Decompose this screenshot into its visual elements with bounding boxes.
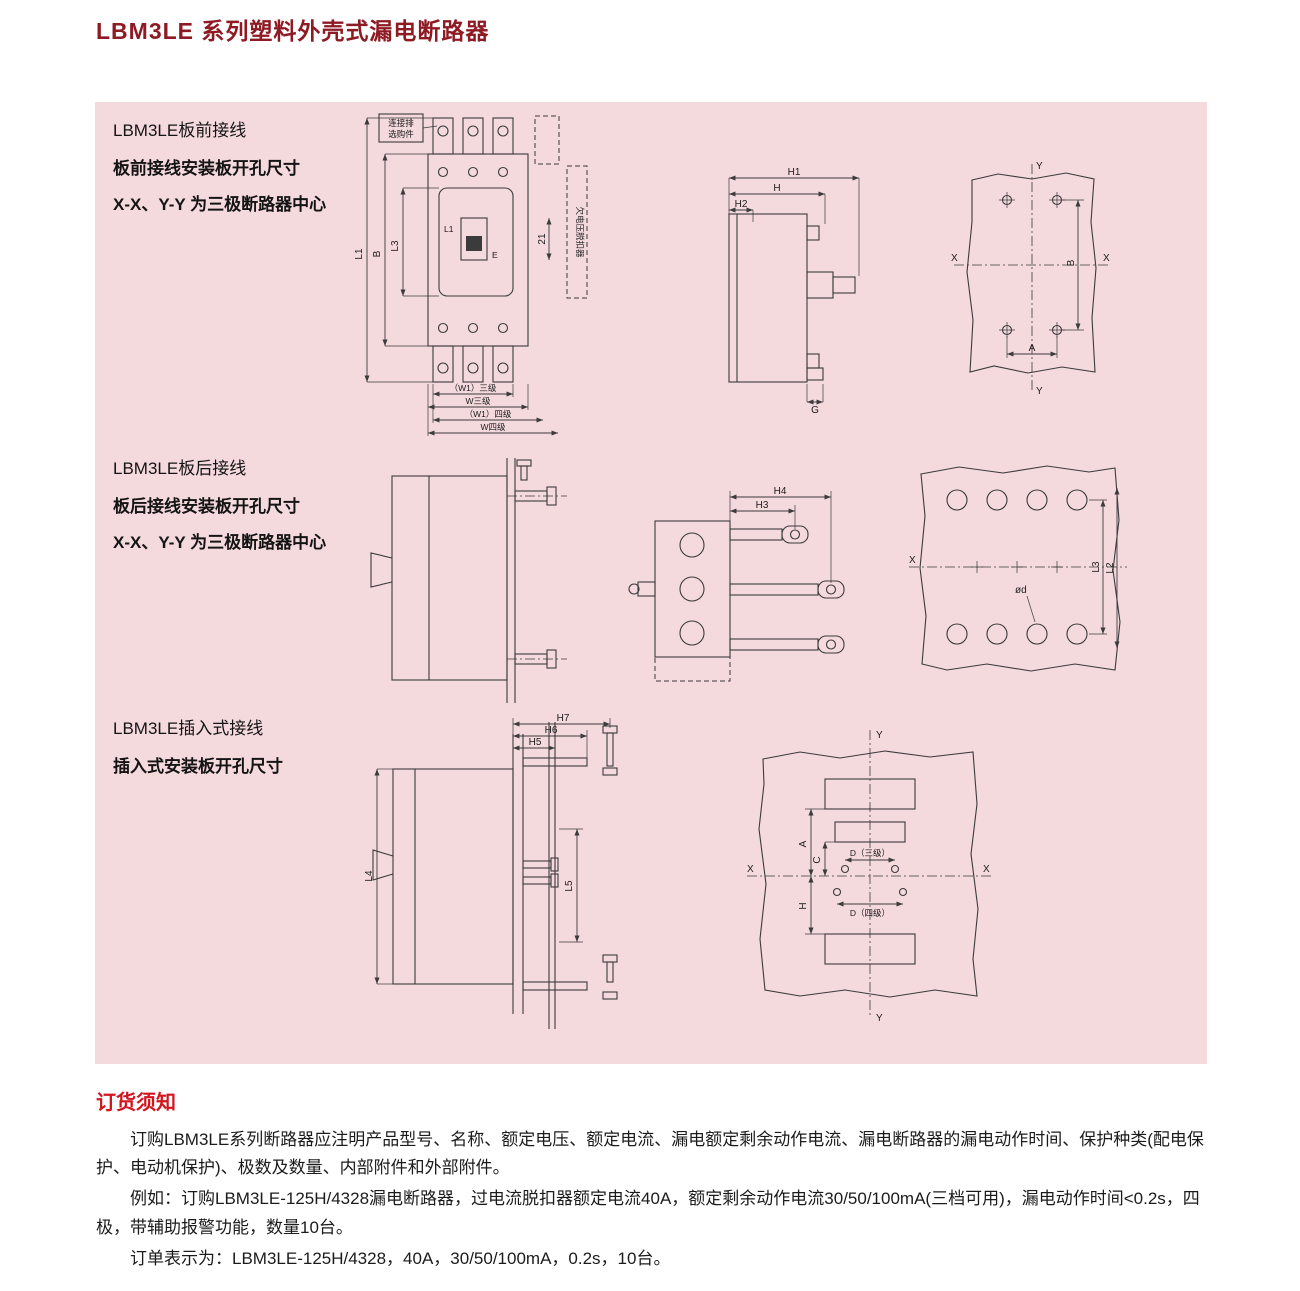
plugin-hole-pattern-drawing: Y Y X X D（三级） D（四级） A C H bbox=[747, 730, 991, 1024]
dim-label-21: 21 bbox=[537, 233, 548, 245]
dim-label-l3: L3 bbox=[1091, 561, 1102, 573]
breaker-rear-outline bbox=[628, 520, 731, 658]
dim-label-h3: H3 bbox=[756, 500, 769, 511]
section-rear-sub2: X-X、Y-Y 为三极断路器中心 bbox=[113, 533, 327, 552]
axis-label-y-bottom: Y bbox=[876, 1013, 883, 1024]
dim-label-l4: L4 bbox=[364, 870, 375, 882]
axis-label-x-left: X bbox=[747, 864, 754, 875]
undervoltage-release-label: 欠电压脱扣器 bbox=[575, 206, 585, 258]
dim-label-od: ød bbox=[1015, 585, 1027, 596]
section-front-title: LBM3LE板前接线 bbox=[113, 121, 247, 140]
accessory-dashed-outline bbox=[534, 115, 588, 299]
ordering-paragraph-2: 例如：订购LBM3LE-125H/4328漏电断路器，过电流脱扣器额定电流40A… bbox=[96, 1189, 1200, 1237]
label-e: E bbox=[492, 250, 498, 260]
axis-label-y-top: Y bbox=[1036, 161, 1043, 172]
dim-label-a: A bbox=[798, 840, 809, 847]
torn-plate-outline bbox=[758, 750, 979, 998]
section-front-heading: LBM3LE板前接线 板前接线安装板开孔尺寸 X-X、Y-Y 为三极断路器中心 bbox=[113, 116, 363, 226]
dimension-lines bbox=[1006, 199, 1084, 358]
dimension-lines bbox=[364, 117, 558, 436]
dim-label-a: A bbox=[1029, 343, 1036, 354]
dimension-lines-top bbox=[512, 718, 611, 758]
dim-label-w-3pole: W三级 bbox=[465, 396, 491, 406]
axis-label-y-bottom: Y bbox=[1036, 386, 1043, 397]
dim-label-h6: H6 bbox=[545, 725, 558, 736]
cutouts-and-holes bbox=[824, 778, 916, 965]
section-rear-title: LBM3LE板后接线 bbox=[113, 459, 247, 478]
section-rear-heading: LBM3LE板后接线 板后接线安装板开孔尺寸 X-X、Y-Y 为三极断路器中心 bbox=[113, 454, 363, 564]
ordering-body: 订购LBM3LE系列断路器应注明产品型号、名称、额定电压、额定电流、漏电额定剩余… bbox=[96, 1126, 1206, 1276]
dim-label-h1: H1 bbox=[788, 167, 801, 178]
dim-label-h5: H5 bbox=[529, 737, 542, 748]
large-holes-bottom bbox=[946, 623, 1088, 645]
breaker-handle bbox=[466, 236, 482, 251]
breaker-side-outline bbox=[372, 722, 556, 1029]
ordering-paragraph-3: 订单表示为：LBM3LE-125H/4328，40A，30/50/100mA，0… bbox=[130, 1248, 671, 1268]
dim-label-w1-3pole: （W1）三级 bbox=[450, 383, 497, 393]
page-title: LBM3LE 系列塑料外壳式漏电断路器 bbox=[96, 18, 490, 44]
breaker-terminals-top bbox=[432, 117, 514, 155]
dim-label-h2: H2 bbox=[735, 199, 748, 210]
breaker-side-outline bbox=[370, 458, 516, 703]
dimension-lines-side bbox=[374, 768, 583, 985]
label-l1-inner: L1 bbox=[444, 224, 454, 234]
dim-label-d-3pole: D（三级） bbox=[850, 848, 890, 858]
dimension-lines bbox=[729, 491, 832, 583]
connector-note-box: 连接排 选购件 bbox=[378, 113, 438, 143]
dim-label-l1: L1 bbox=[354, 248, 365, 260]
dimension-lines bbox=[805, 808, 903, 935]
dim-label-h4: H4 bbox=[774, 486, 787, 497]
small-center-marks bbox=[971, 561, 1063, 573]
dim-label-l2: L2 bbox=[1105, 562, 1116, 574]
section-plugin-sub1: 插入式安装板开孔尺寸 bbox=[113, 757, 283, 776]
dim-label-w1-4pole: （W1）四级 bbox=[465, 409, 512, 419]
plugin-brackets-and-bolts bbox=[522, 725, 618, 1000]
dimension-lines bbox=[1026, 488, 1120, 648]
front-wiring-side-view-drawing: H1 H H2 G bbox=[728, 167, 860, 416]
rear-wiring-hole-pattern-drawing: X ød L3 L2 bbox=[909, 465, 1127, 672]
dim-label-g: G bbox=[811, 405, 819, 416]
dim-label-h7: H7 bbox=[557, 713, 570, 724]
ordering-heading: 订货须知 bbox=[96, 1092, 176, 1114]
torn-plate-outline bbox=[966, 172, 1097, 374]
rear-wiring-side-view-drawing bbox=[370, 458, 567, 703]
axis-label-x: X bbox=[909, 555, 916, 566]
section-front-sub1: 板前接线安装板开孔尺寸 bbox=[113, 159, 300, 178]
axis-label-x-right: X bbox=[1103, 253, 1110, 264]
front-wiring-hole-pattern-drawing: Y Y X X B A bbox=[951, 161, 1110, 397]
dim-label-c: C bbox=[812, 856, 823, 863]
dim-label-w-4pole: W四级 bbox=[480, 422, 506, 432]
breaker-terminals-bottom bbox=[432, 345, 514, 383]
torn-plate-outline bbox=[919, 465, 1121, 672]
rear-wiring-rear-view-drawing: H4 H3 bbox=[628, 486, 845, 682]
ordering-paragraph-1: 订购LBM3LE系列断路器应注明产品型号、名称、额定电压、额定电流、漏电额定剩余… bbox=[96, 1130, 1204, 1178]
section-plugin-title: LBM3LE插入式接线 bbox=[113, 719, 264, 738]
front-wiring-front-view-drawing: 连接排 选购件 bbox=[354, 113, 588, 436]
dim-label-l5: L5 bbox=[564, 880, 575, 892]
connector-note-line2: 选购件 bbox=[388, 129, 414, 139]
breaker-side-outline bbox=[728, 213, 856, 383]
section-rear-sub1: 板后接线安装板开孔尺寸 bbox=[113, 497, 300, 516]
connector-note-line1: 连接排 bbox=[388, 118, 414, 128]
connection-bars bbox=[729, 525, 845, 654]
dim-label-h: H bbox=[798, 902, 809, 909]
dim-label-d-4pole: D（四级） bbox=[850, 908, 890, 918]
dim-label-h: H bbox=[773, 183, 780, 194]
dimension-lines bbox=[728, 175, 860, 405]
axis-label-x-left: X bbox=[951, 253, 958, 264]
dim-label-l3: L3 bbox=[390, 240, 401, 252]
section-front-sub2: X-X、Y-Y 为三极断路器中心 bbox=[113, 195, 327, 214]
hole-center-marks bbox=[999, 192, 1065, 338]
plugin-side-view-drawing: H7 H6 H5 bbox=[364, 713, 618, 1029]
axis-label-x-right: X bbox=[983, 864, 990, 875]
axis-label-y-top: Y bbox=[876, 730, 883, 741]
dim-label-b: B bbox=[1066, 259, 1077, 266]
section-plugin-heading: LBM3LE插入式接线 插入式安装板开孔尺寸 bbox=[113, 714, 363, 788]
dim-label-b: B bbox=[372, 250, 383, 257]
rear-studs bbox=[514, 459, 557, 669]
breaker-body-outline bbox=[427, 153, 529, 347]
alternate-position-outline bbox=[654, 656, 731, 682]
diagram-panel: LBM3LE板前接线 板前接线安装板开孔尺寸 X-X、Y-Y 为三极断路器中心 … bbox=[95, 102, 1207, 1064]
large-holes-top bbox=[946, 489, 1088, 511]
